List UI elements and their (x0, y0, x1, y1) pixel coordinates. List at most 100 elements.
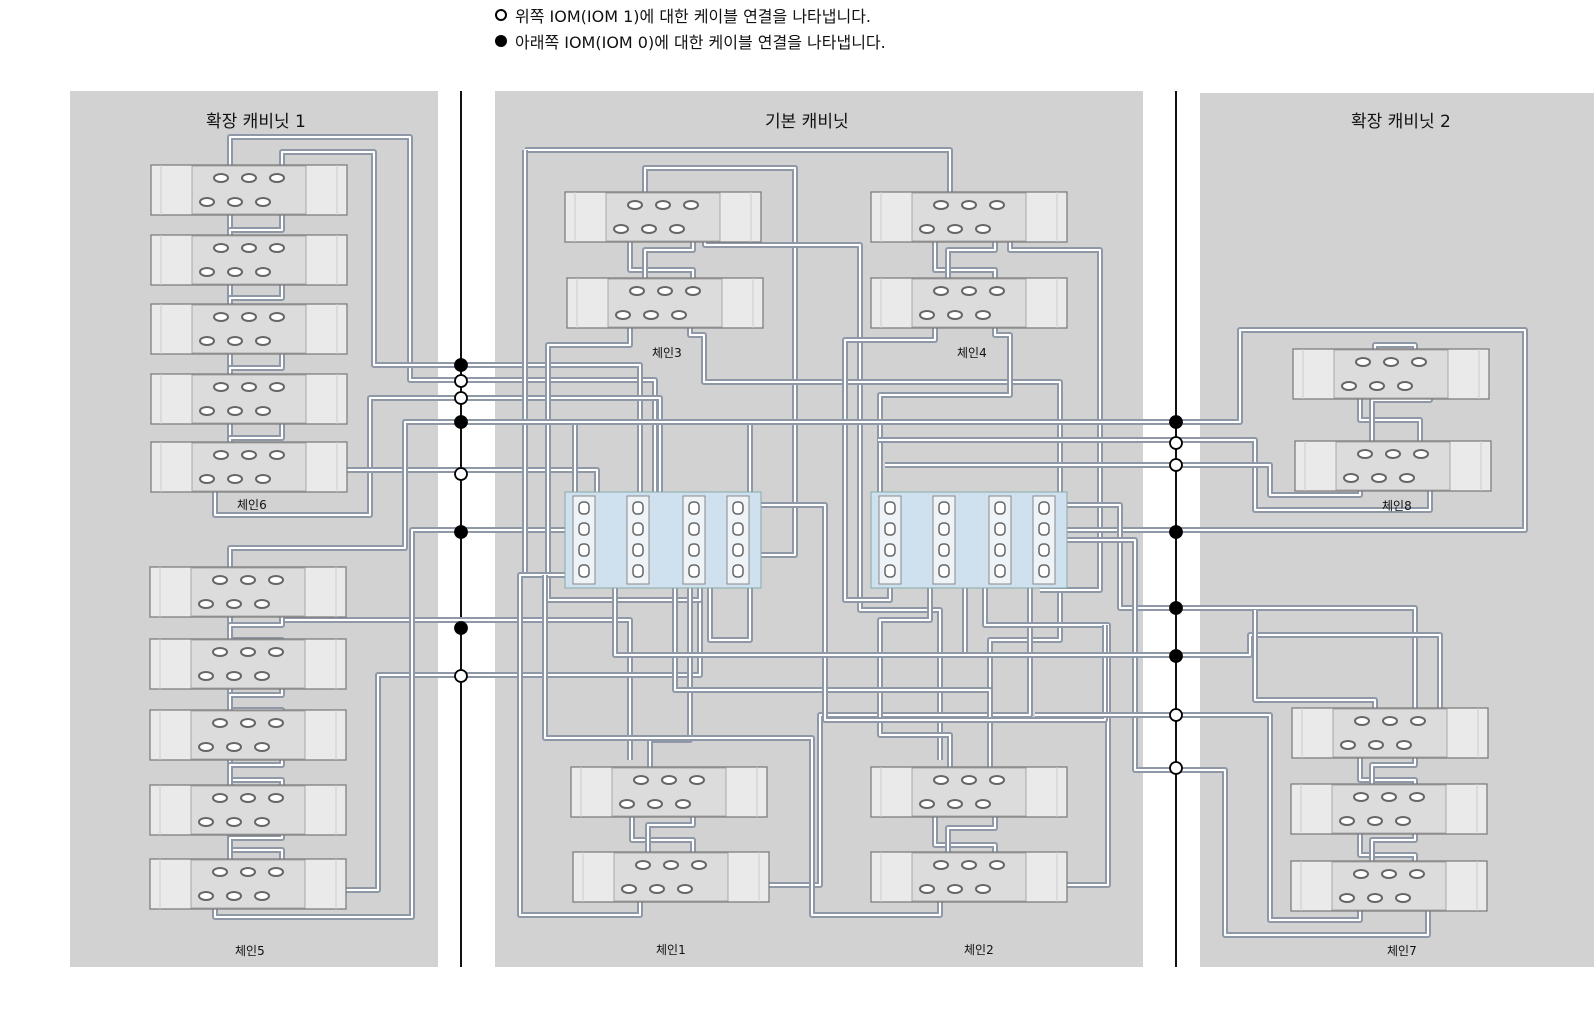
hba-port (578, 522, 590, 536)
lower-iom-marker (454, 621, 468, 635)
sas-port (198, 817, 214, 827)
sas-port (1381, 792, 1397, 802)
sas-port (240, 867, 256, 877)
sas-port (212, 575, 228, 585)
hba-port (994, 522, 1006, 536)
sas-port (213, 450, 229, 460)
sas-port (213, 173, 229, 183)
disk-shelf (870, 766, 1068, 818)
hba-port (994, 564, 1006, 578)
sas-port (933, 860, 949, 870)
sas-port (241, 382, 257, 392)
hba-port (884, 543, 896, 557)
sas-port (675, 799, 691, 809)
sas-port (213, 243, 229, 253)
chain-label-6: 체인6 (237, 498, 267, 512)
filled-circle-icon (495, 35, 507, 47)
disk-shelf (149, 784, 347, 836)
sas-cable (1035, 712, 1363, 923)
sas-port (613, 224, 629, 234)
sas-port (254, 671, 270, 681)
upper-iom-marker (454, 467, 468, 481)
disk-shelf (870, 191, 1068, 243)
hba-card (878, 495, 902, 585)
chain-label-5: 체인5 (235, 944, 265, 958)
sas-cable (878, 437, 1433, 513)
hba-port (884, 522, 896, 536)
chain-label-2: 체인2 (964, 943, 994, 957)
sas-port (919, 310, 935, 320)
disk-shelf (150, 441, 348, 493)
sas-port (269, 382, 285, 392)
disk-shelf (150, 303, 348, 355)
sas-port (1395, 893, 1411, 903)
hba-port (884, 501, 896, 515)
sas-port (671, 310, 687, 320)
sas-port (1413, 449, 1429, 459)
sas-cable (1007, 230, 1103, 593)
sas-port (643, 310, 659, 320)
sas-port (975, 884, 991, 894)
hba-port (732, 522, 744, 536)
cabinet-title-base: 기본 캐비닛 (765, 112, 849, 132)
sas-port (1397, 381, 1413, 391)
sas-port (961, 775, 977, 785)
hba-port (732, 501, 744, 515)
sas-cable (1045, 502, 1418, 740)
sas-cable (877, 580, 953, 770)
sas-port (975, 310, 991, 320)
upper-iom-marker (454, 669, 468, 683)
sas-port (947, 884, 963, 894)
legend-upper-iom: 위쪽 IOM(IOM 1)에 대한 케이블 연결을 나타냅니다. (495, 2, 886, 28)
sas-port (199, 474, 215, 484)
sas-port (226, 671, 242, 681)
storage-controller (870, 491, 1068, 589)
sas-port (198, 891, 214, 901)
sas-port (657, 286, 673, 296)
disk-shelf (1291, 707, 1489, 759)
hba-card (988, 495, 1012, 585)
sas-port (947, 310, 963, 320)
hba-port (938, 501, 950, 515)
sas-port (627, 200, 643, 210)
sas-port (989, 200, 1005, 210)
sas-cable (542, 575, 943, 918)
lower-iom-marker (454, 525, 468, 539)
sas-port (1411, 357, 1427, 367)
upper-iom-marker (1169, 436, 1183, 450)
disk-shelf (572, 851, 770, 903)
hba-card (626, 495, 650, 585)
sas-port (268, 793, 284, 803)
hba-port (1038, 522, 1050, 536)
sas-port (227, 197, 243, 207)
sas-port (655, 200, 671, 210)
upper-iom-marker (454, 391, 468, 405)
sas-port (213, 312, 229, 322)
sas-cable (825, 632, 1443, 725)
sas-port (685, 286, 701, 296)
disk-shelf (566, 277, 764, 329)
sas-cable (629, 800, 696, 860)
sas-port (212, 793, 228, 803)
legend-lower-iom: 아래쪽 IOM(IOM 0)에 대한 케이블 연결을 나타냅니다. (495, 28, 886, 54)
sas-port (641, 224, 657, 234)
legend-lower-iom-text: 아래쪽 IOM(IOM 0)에 대한 케이블 연결을 나타냅니다. (515, 33, 886, 52)
sas-port (677, 884, 693, 894)
sas-port (633, 775, 649, 785)
sas-port (689, 775, 705, 785)
sas-port (1339, 893, 1355, 903)
sas-port (268, 867, 284, 877)
sas-port (198, 599, 214, 609)
sas-port (226, 742, 242, 752)
sas-port (241, 450, 257, 460)
sas-cable (982, 580, 1111, 888)
sas-port (1410, 716, 1426, 726)
sas-port (269, 312, 285, 322)
sas-port (226, 599, 242, 609)
disk-shelf (870, 851, 1068, 903)
sas-port (1354, 716, 1370, 726)
hba-port (938, 564, 950, 578)
sas-port (1396, 740, 1412, 750)
sas-port (199, 336, 215, 346)
upper-iom-marker (1169, 761, 1183, 775)
